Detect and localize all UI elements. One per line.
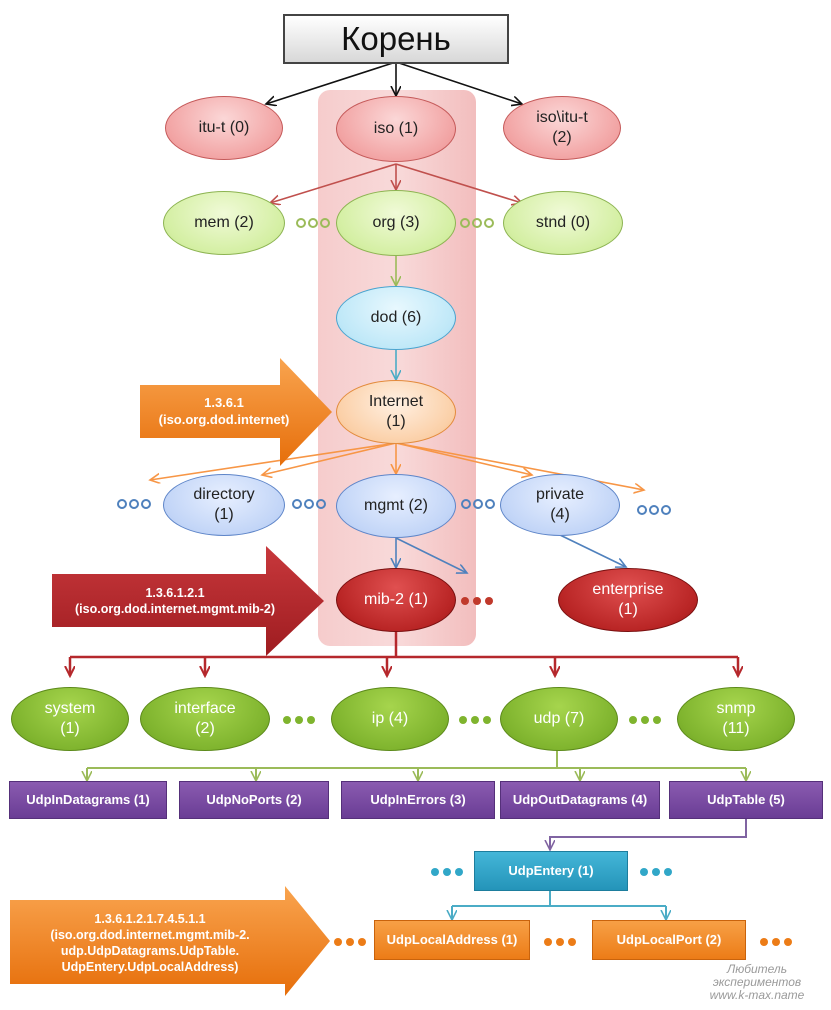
iso-links: [270, 163, 522, 203]
mib2-oid-label: 1.3.6.1.2.1 (iso.org.dod.internet.mgmt.m…: [75, 585, 275, 616]
node-udp-no-ports: UdpNoPorts (2): [179, 781, 329, 819]
node-private: private (4): [500, 474, 620, 536]
dots-localaddress-localport: [544, 938, 576, 946]
node-interface: interface (2): [140, 687, 270, 751]
root-node: Корень: [283, 14, 509, 64]
dots-mgmt-private: [461, 499, 495, 509]
dots-right-localport: [760, 938, 792, 946]
node-udp-table: UdpTable (5): [669, 781, 823, 819]
udp-links: [87, 749, 746, 781]
dots-left-localaddress: [334, 938, 366, 946]
root-links: [266, 61, 522, 104]
highlight-band: [318, 90, 476, 646]
node-ip: ip (4): [331, 687, 449, 751]
dots-interface-ip: [283, 716, 315, 724]
node-system: system (1): [11, 687, 129, 751]
dots-mib2-right: [461, 597, 493, 605]
local-address-oid-label: 1.3.6.1.2.1.7.4.5.1.1 (iso.org.dod.inter…: [50, 911, 250, 975]
udpentery-links: [452, 890, 666, 920]
dots-directory-mgmt: [292, 499, 326, 509]
udptable-link: [550, 818, 747, 850]
node-internet: Internet (1): [336, 380, 456, 444]
local-address-oid-arrow: [10, 886, 330, 996]
node-udp-local-port: UdpLocalPort (2): [592, 920, 746, 960]
node-itu-t: itu-t (0): [165, 96, 283, 160]
node-mib-2: mib-2 (1): [336, 568, 456, 632]
internet-oid-label: 1.3.6.1 (iso.org.dod.internet): [158, 395, 290, 427]
ellipsis-dots: [117, 218, 792, 946]
node-udp-entery: UdpEntery (1): [474, 851, 628, 891]
dots-right-udpentery: [640, 868, 672, 876]
node-mem: mem (2): [163, 191, 285, 255]
dots-left-directory: [117, 499, 151, 509]
node-udp-in-errors: UdpInErrors (3): [341, 781, 495, 819]
node-stnd: stnd (0): [503, 191, 623, 255]
node-dod: dod (6): [336, 286, 456, 350]
internet-links: [150, 442, 644, 490]
dots-mem-org: [296, 218, 330, 228]
node-directory: directory (1): [163, 474, 285, 536]
node-org: org (3): [336, 190, 456, 256]
node-iso-itu-t: iso\itu-t (2): [503, 96, 621, 160]
node-iso: iso (1): [336, 96, 456, 162]
node-enterprise: enterprise (1): [558, 568, 698, 632]
node-udp-out-datagrams: UdpOutDatagrams (4): [500, 781, 660, 819]
node-mgmt: mgmt (2): [336, 474, 456, 538]
node-udp-local-address: UdpLocalAddress (1): [374, 920, 530, 960]
dots-left-udpentery: [431, 868, 463, 876]
dots-org-stnd: [460, 218, 494, 228]
watermark: Любитель экспериментов www.k-max.name: [709, 962, 805, 1003]
dots-udp-snmp: [629, 716, 661, 724]
mgmt-links: [396, 534, 626, 573]
node-snmp: snmp (11): [677, 687, 795, 751]
node-udp-in-datagrams: UdpInDatagrams (1): [9, 781, 167, 819]
node-udp: udp (7): [500, 687, 618, 751]
dots-right-private: [637, 505, 671, 515]
dots-ip-udp: [459, 716, 491, 724]
mib2-links: [70, 630, 738, 676]
mib2-oid-arrow: [52, 546, 324, 656]
internet-oid-arrow: [140, 358, 332, 466]
